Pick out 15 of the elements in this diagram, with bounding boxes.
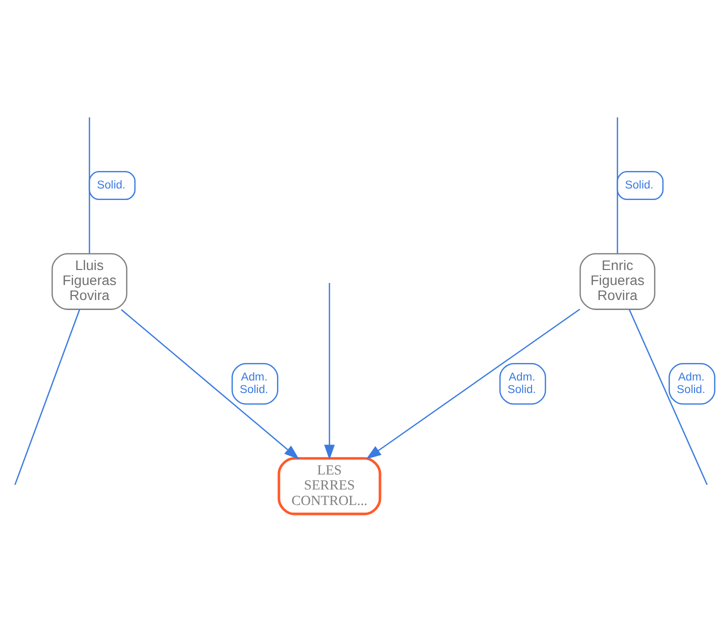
arrow — [120, 309, 299, 460]
connector — [628, 309, 708, 486]
node-box: Enric Figueras Rovira — [579, 253, 655, 310]
connector — [14, 309, 80, 486]
edge-label: Adm. Solid. — [507, 371, 536, 396]
edge-label: Solid. — [624, 179, 653, 192]
connector — [88, 117, 90, 254]
arrow — [324, 282, 334, 460]
edge-label: Solid. — [96, 179, 125, 192]
connector — [616, 117, 618, 254]
edge-label: Adm. Solid. — [239, 371, 268, 396]
edge-label: Adm. Solid. — [676, 371, 705, 396]
node-box: Lluis Figueras Rovira — [51, 253, 127, 310]
arrow — [366, 308, 580, 460]
node-box: LES SERRES CONTROL... — [277, 457, 381, 516]
